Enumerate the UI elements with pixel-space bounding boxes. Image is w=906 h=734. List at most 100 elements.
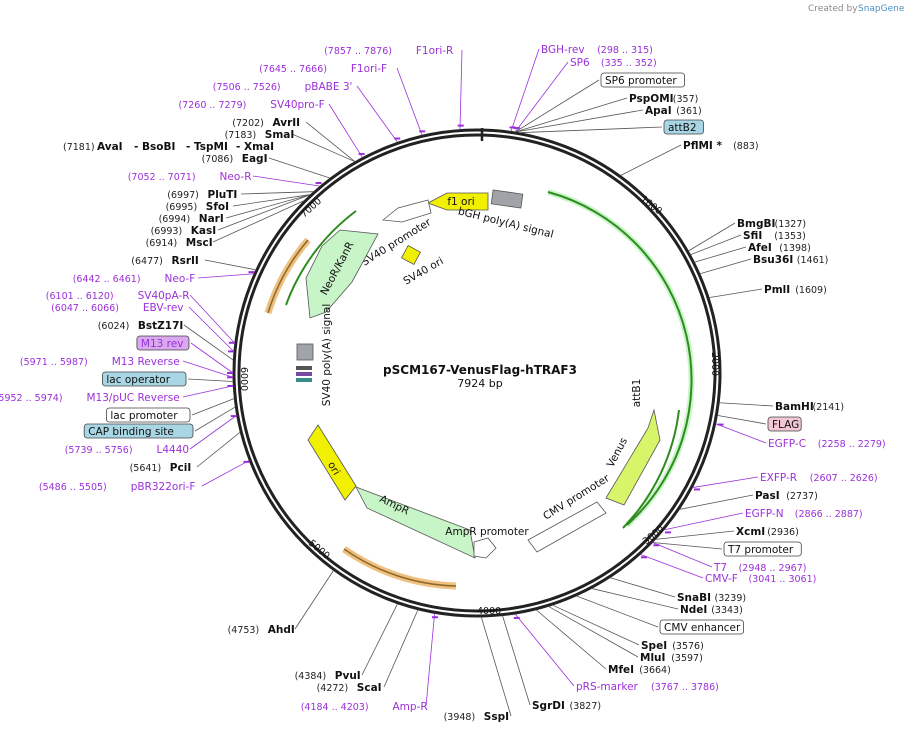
plu-ti-position: (6997) [167,190,199,201]
t7-label: T7 [713,562,727,574]
cap-binding-site-leader [194,406,236,432]
sgrd-i-leader [502,615,531,706]
egfp-c-label: EGFP-C [768,438,806,450]
lac-operator-box [102,371,187,387]
f1ori-r-position: (7857 .. 7876) [324,46,392,57]
tick-6000: 6000 [238,367,249,391]
spe-i-position: (3576) [672,641,704,652]
sv40-promoter-feature [381,199,432,223]
pas-i-label: PasI [755,490,780,502]
lac-promoter-label: lac promoter [110,410,178,422]
pvu-i-position: (4384) [295,671,327,682]
snab-i-leader [609,577,676,598]
t7-promoter-label: T7 promoter [727,544,794,556]
sp6-label: SP6 [570,57,590,69]
attb2-leader [519,126,663,134]
pas-i-leader [679,494,754,510]
t7-promoter-leader [652,542,723,550]
m13-rev-label: M13 rev [141,338,184,350]
attb2-label: attB2 [668,122,697,134]
label-layer: BGH-rev(298 .. 315)SP6(335 .. 352)SP6 pr… [0,44,886,723]
msc-i-label: MscI [186,237,213,249]
tick-4000: 4000 [477,606,501,617]
egfp-n-position: (2866 .. 2887) [795,509,863,520]
enzyme-ava-i: AvaI [97,141,123,153]
cmv-promoter-feature [527,501,607,553]
ebv-rev-label: EBV-rev [143,302,184,314]
ahd-i-leader [294,570,334,630]
sv40pa-r-label: SV40pA-R [138,290,190,302]
m13-reverse-label: M13 Reverse [112,356,180,368]
pml-i-leader [708,288,763,298]
f1-ori-label: f1 ori [447,196,474,208]
m13-rev-box [136,335,190,351]
avr-ii-label: AvrII [273,117,301,129]
sv40pa-r-position: (6101 .. 6120) [46,291,114,302]
bamh-i-label: BamHI [775,401,814,413]
pvu-i-label: PvuI [335,670,361,682]
sp6-leader [514,61,569,133]
bamh-i-leader [719,402,774,407]
sfi-i-label: SfiI [743,230,762,242]
kas-i-label: KasI [191,225,216,237]
pfl-mi-leader [620,144,682,176]
sp6-position: (335 .. 352) [601,58,657,69]
sv40-ori-feature [400,244,422,266]
sca-i-position: (4272) [317,683,349,694]
xcm-i-position: (2936) [767,527,799,538]
sp6-promoter-box [600,72,685,88]
kas-i-position: (6993) [151,226,183,237]
snab-i-label: SnaBI [677,592,711,604]
afe-i-position: (1398) [779,243,811,254]
cmv-enhancer-label: CMV enhancer [664,622,741,634]
pfl-mi-position: (883) [733,141,759,152]
enzyme-xma-i: - XmaI [236,141,274,153]
cmv-f-leader [640,553,704,579]
m13-reverse-leader [182,360,234,378]
pci-i-label: PciI [170,462,191,474]
nde-i-leader [591,588,679,610]
l4440-label: L4440 [157,444,190,456]
bstz17-i-label: BstZ17I [138,320,183,332]
spe-i-leader [552,604,640,646]
created-by-text: Created by [808,4,858,14]
f1ori-f-leader [396,67,423,136]
cmv-f-label: CMV-F [705,573,738,585]
pbabe-3-label: pBABE 3' [305,81,353,93]
venus-feature [605,408,661,506]
sv40pro-f-position: (7260 .. 7279) [179,100,247,111]
ori-feature [307,424,357,501]
sp6-promoter-label: SP6 promoter [605,75,677,87]
nar-i-label: NarI [199,213,224,225]
f1ori-f-position: (7645 .. 7666) [259,64,327,75]
cmv-enhancer-leader [576,595,659,628]
t7-promoter-box [723,541,802,557]
msc-i-leader [212,200,305,243]
cap-binding-site-label: CAP binding site [88,426,174,438]
f1ori-r-leader [459,49,463,130]
pvu-i-leader [361,603,398,676]
lac-operator-leader [187,378,234,382]
apa-i-leader [515,109,644,133]
bgh-rev-leader [510,48,540,132]
sfo-i-position: (6995) [166,202,198,213]
nar-i-leader [225,194,311,219]
t7-leader [652,542,713,568]
neor-kanr-feature [305,229,379,319]
prs-marker-label: pRS-marker [576,681,639,693]
bgh-rev-position: (298 .. 315) [597,45,653,56]
xcm-i-label: XcmI [736,526,765,538]
sfi-i-leader [690,234,742,256]
avr-ii-leader [305,121,356,163]
rsr-ii-label: RsrII [172,255,199,267]
exfp-r-leader [692,476,759,488]
pci-i-position: (5641) [130,463,162,474]
bsu36-i-position: (1461) [797,255,829,266]
bsu36-i-leader [699,258,752,275]
f1-ori-feature [427,192,489,211]
t7-position: (2948 .. 2967) [739,563,807,574]
apa-i-label: ApaI [645,105,672,117]
l4440-position: (5739 .. 5756) [65,445,133,456]
amp-r-label: Amp-R [393,701,428,713]
ampr-promoter-label: AmpR promoter [445,526,529,538]
